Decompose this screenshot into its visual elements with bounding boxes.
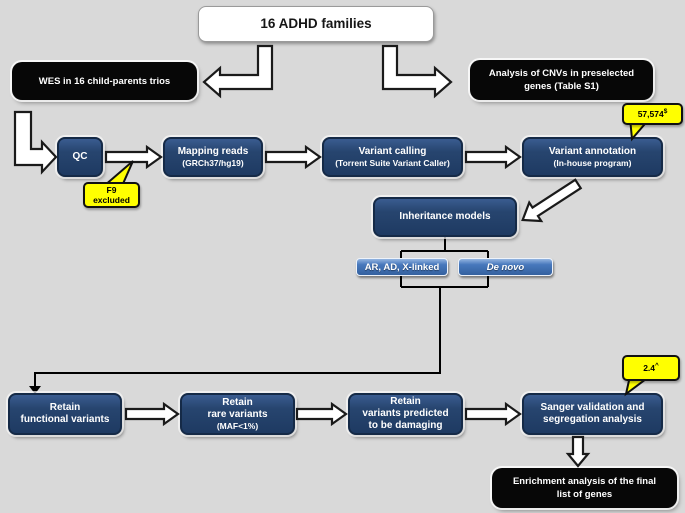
mapping-sublabel: (GRCh37/hg19) <box>182 158 244 168</box>
retain-damaging-node: Retain variants predicted to be damaging <box>348 393 463 435</box>
sanger-node: Sanger validation and segregation analys… <box>522 393 663 435</box>
arrow-rare-to-damaging <box>295 401 348 427</box>
cnv-node: Analysis of CNVs in preselected genes (T… <box>470 60 653 100</box>
sanger-line1: Sanger validation and <box>540 402 645 413</box>
arrow-title-to-cnv <box>381 44 453 99</box>
qc-node: QC <box>57 137 103 177</box>
arrow-functional-to-rare <box>124 401 180 427</box>
arrow-wes-to-qc <box>13 110 58 175</box>
mapping-node: Mapping reads (GRCh37/hg19) <box>163 137 263 177</box>
validation-rate-callout: 2.4^ <box>622 355 680 381</box>
denovo-node: De novo <box>458 258 553 276</box>
denovo-label: De novo <box>486 261 525 273</box>
inheritance-label: Inheritance models <box>399 211 491 222</box>
retain-functional-line2: functional variants <box>20 414 110 425</box>
enrichment-line1: Enrichment analysis of the final <box>512 476 657 487</box>
retain-damaging-line1: Retain <box>390 396 421 407</box>
cnv-label-line1: Analysis of CNVs in preselected <box>488 68 635 79</box>
arrow-annotation-to-inheritance <box>521 178 583 223</box>
retain-functional-line1: Retain <box>49 402 81 413</box>
recessive-models-node: AR, AD, X-linked <box>356 258 448 276</box>
validation-rate-text: 2.4^ <box>643 362 659 373</box>
families-node: 16 ADHD families <box>198 6 434 42</box>
families-label: 16 ADHD families <box>260 16 372 31</box>
arrow-sanger-to-enrichment <box>565 435 591 468</box>
mapping-label: Mapping reads <box>177 146 249 157</box>
cnv-label-line2: genes (Table S1) <box>524 81 599 92</box>
arrow-calling-to-annotation <box>464 144 522 170</box>
f9-line2: excluded <box>93 195 130 205</box>
retain-damaging-line2: variants predicted <box>362 408 449 419</box>
retain-rare-node: Retain rare variants (MAF<1%) <box>180 393 295 435</box>
enrichment-node: Enrichment analysis of the final list of… <box>492 468 677 508</box>
variant-count-callout: 57,574$ <box>622 103 683 125</box>
wes-label: WES in 16 child-parents trios <box>38 75 171 87</box>
annotation-sublabel: (In-house program) <box>553 158 632 168</box>
models-to-functional-line <box>34 287 441 387</box>
f9-excluded-callout: F9 excluded <box>83 182 140 208</box>
retain-rare-sublabel: (MAF<1%) <box>216 421 259 431</box>
sanger-line2: segregation analysis <box>543 414 642 425</box>
retain-damaging-line3: to be damaging <box>368 420 443 431</box>
retain-functional-node: Retain functional variants <box>8 393 122 435</box>
calling-label: Variant calling <box>358 146 427 157</box>
retain-rare-line2: rare variants <box>207 409 268 420</box>
recessive-models-label: AR, AD, X-linked <box>364 261 440 273</box>
calling-sublabel: (Torrent Suite Variant Caller) <box>335 158 450 168</box>
enrichment-line2: list of genes <box>556 489 613 500</box>
annotation-node: Variant annotation (In-house program) <box>522 137 663 177</box>
arrow-title-to-wes <box>202 44 274 99</box>
arrow-mapping-to-calling <box>264 144 322 170</box>
calling-node: Variant calling (Torrent Suite Variant C… <box>322 137 463 177</box>
wes-node: WES in 16 child-parents trios <box>12 62 197 100</box>
variant-count-text: 57,574$ <box>637 108 668 119</box>
arrow-qc-to-mapping <box>104 144 163 170</box>
f9-line1: F9 <box>106 185 117 195</box>
qc-label: QC <box>72 151 88 162</box>
inheritance-node: Inheritance models <box>373 197 517 237</box>
arrow-damaging-to-sanger <box>464 401 522 427</box>
retain-rare-line1: Retain <box>222 397 253 408</box>
annotation-label: Variant annotation <box>548 146 637 157</box>
